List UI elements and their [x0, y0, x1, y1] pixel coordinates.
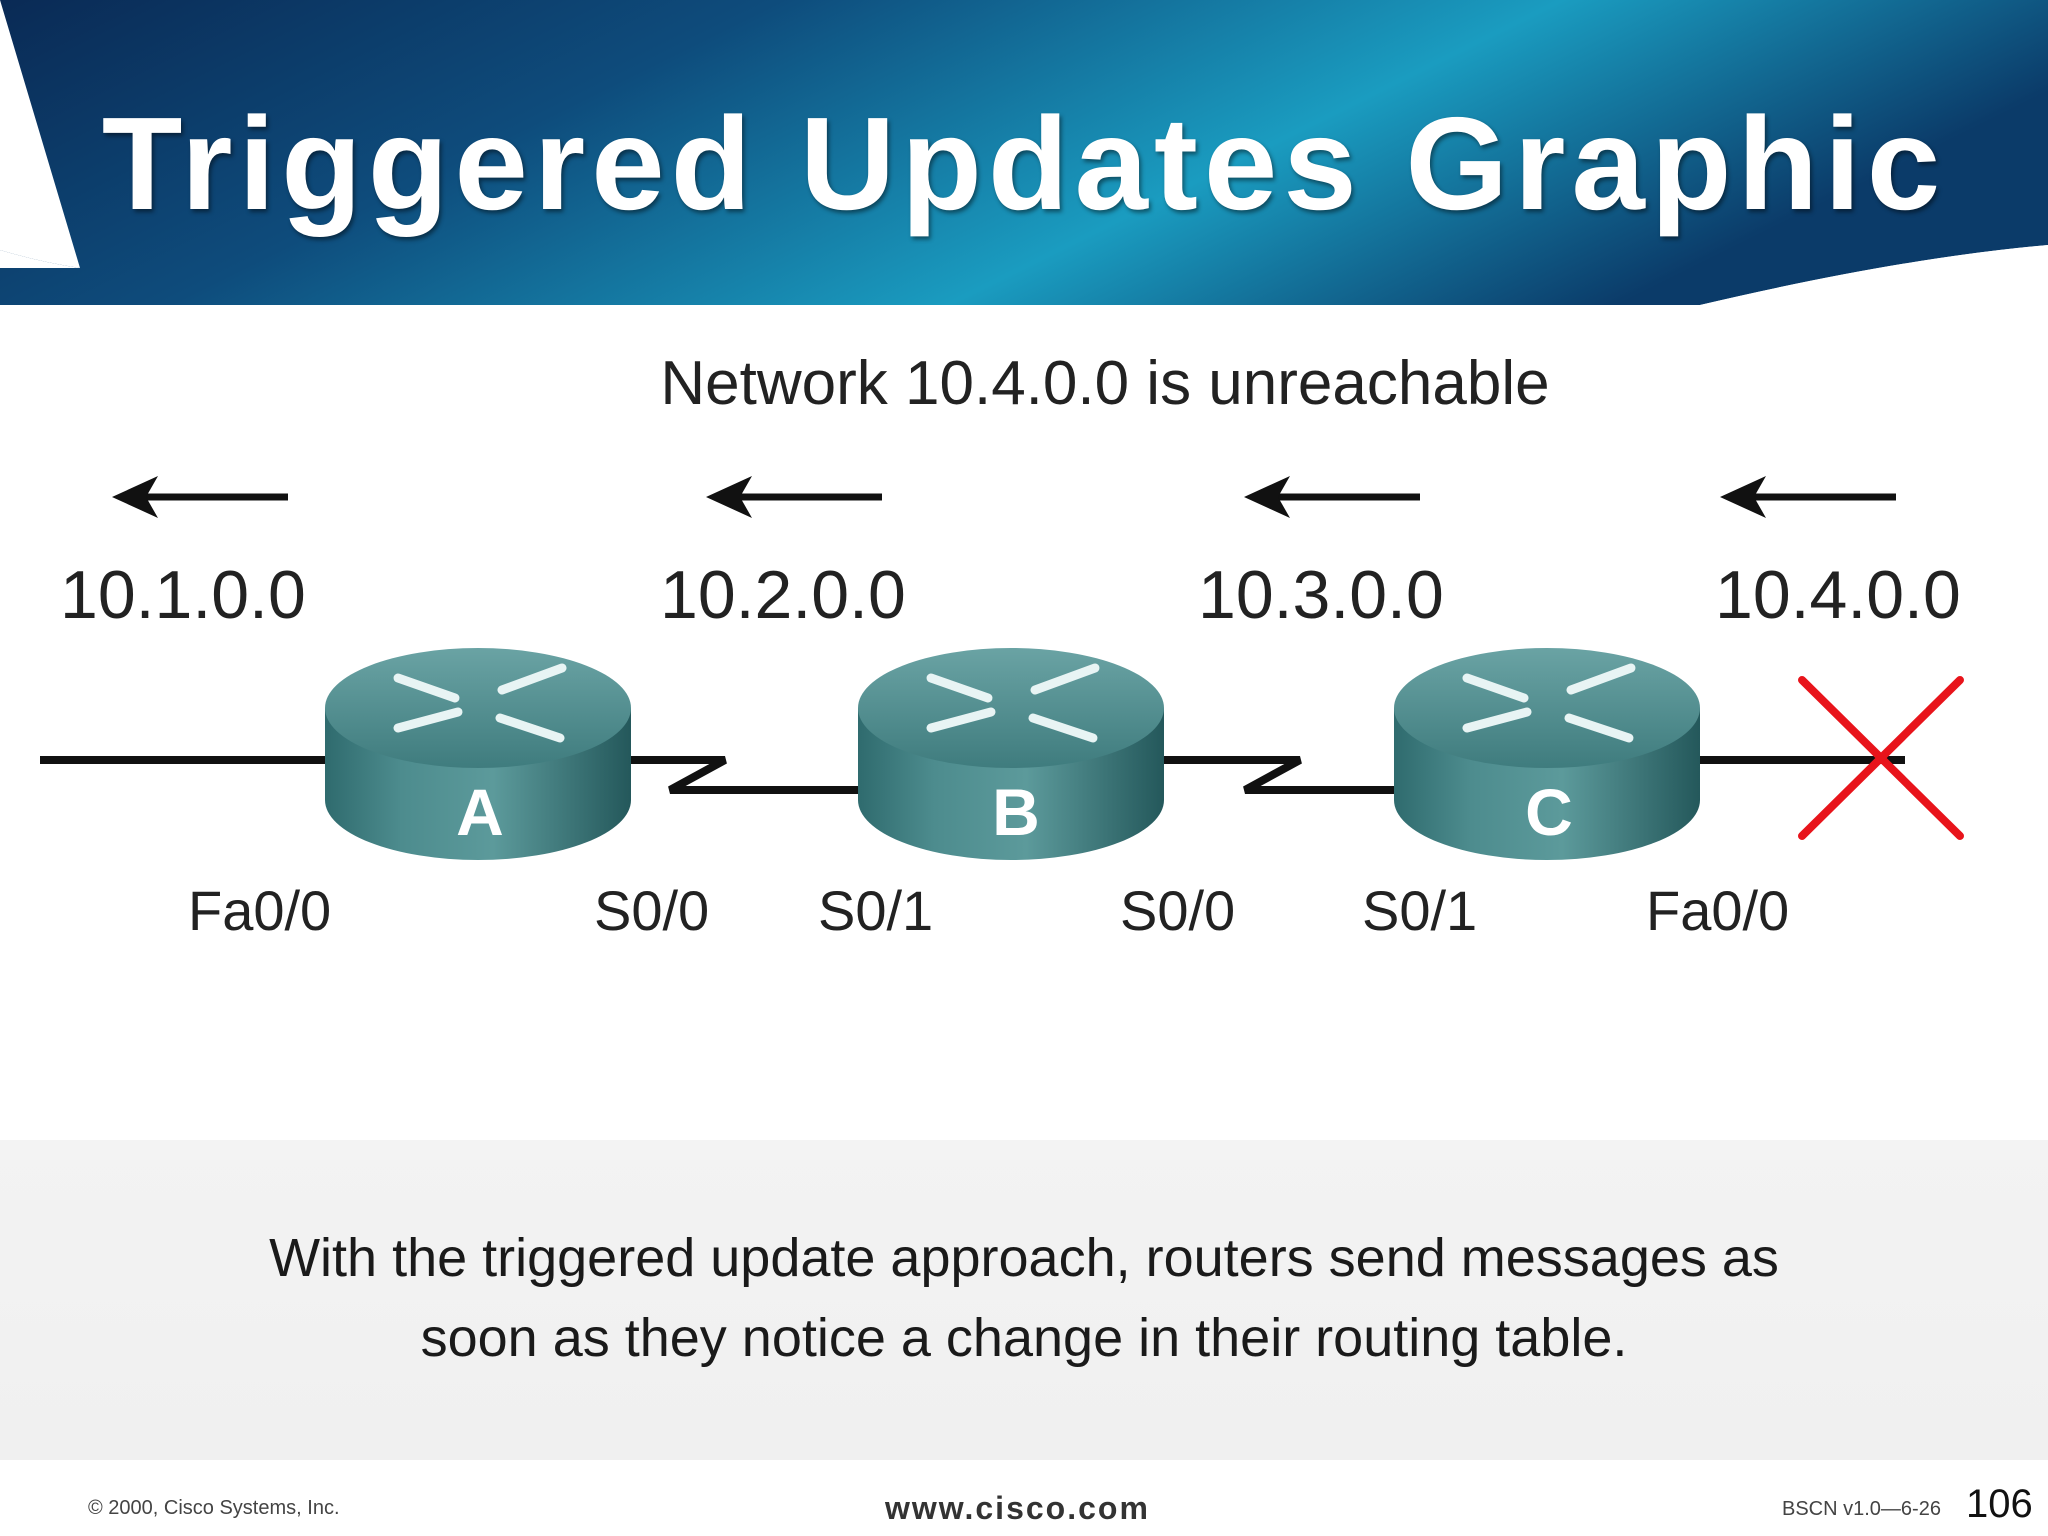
network-label-1: 10.1.0.0 [60, 557, 306, 633]
router-arrows-icon [393, 663, 567, 743]
update-arrow-4 [1720, 476, 1896, 518]
footer-copyright: © 2000, Cisco Systems, Inc. [88, 1497, 340, 1519]
router-arrows-icon [1462, 663, 1636, 743]
router-a-label: A [456, 775, 504, 849]
link-failure-x-icon [1798, 676, 1964, 840]
diagram-subtitle: Network 10.4.0.0 is unreachable [660, 349, 1550, 418]
slide-title: Triggered Updates Graphic [101, 90, 1947, 237]
router-b-label: B [992, 775, 1040, 849]
serial-link-a-b [620, 756, 875, 794]
footer-course-code: BSCN v1.0—6-26 [1782, 1498, 1941, 1520]
network-label-4: 10.4.0.0 [1715, 557, 1961, 633]
interface-c-fa0-0: Fa0/0 [1646, 879, 1790, 942]
network-diagram: A B C [40, 476, 1964, 860]
header-banner: Triggered Updates Graphic [0, 0, 2048, 310]
interface-b-s0-1: S0/1 [818, 879, 934, 942]
interface-a-s0-0: S0/0 [594, 879, 710, 942]
caption: With the triggered update approach, rout… [120, 1218, 1928, 1378]
update-arrow-3 [1244, 476, 1420, 518]
header-background [0, 0, 2048, 310]
router-b[interactable] [858, 648, 1164, 860]
page-number: 106 [1966, 1482, 2033, 1526]
interface-b-s0-0: S0/0 [1120, 879, 1236, 942]
network-label-3: 10.3.0.0 [1198, 557, 1444, 633]
router-a[interactable] [325, 648, 631, 860]
interface-a-fa0-0: Fa0/0 [188, 879, 332, 942]
router-c-label: C [1525, 775, 1573, 849]
caption-line-1: With the triggered update approach, rout… [269, 1228, 1779, 1288]
interface-c-s0-1: S0/1 [1362, 879, 1478, 942]
network-label-2: 10.2.0.0 [660, 557, 906, 633]
serial-link-b-c [1160, 756, 1410, 794]
footer-website[interactable]: www.cisco.com [885, 1490, 1150, 1526]
router-arrows-icon [926, 663, 1100, 743]
router-c[interactable] [1394, 648, 1700, 860]
caption-line-2: soon as they notice a change in their ro… [420, 1308, 1628, 1368]
caption-band [0, 1140, 2048, 1460]
update-arrow-1 [112, 476, 288, 518]
update-arrow-2 [706, 476, 882, 518]
